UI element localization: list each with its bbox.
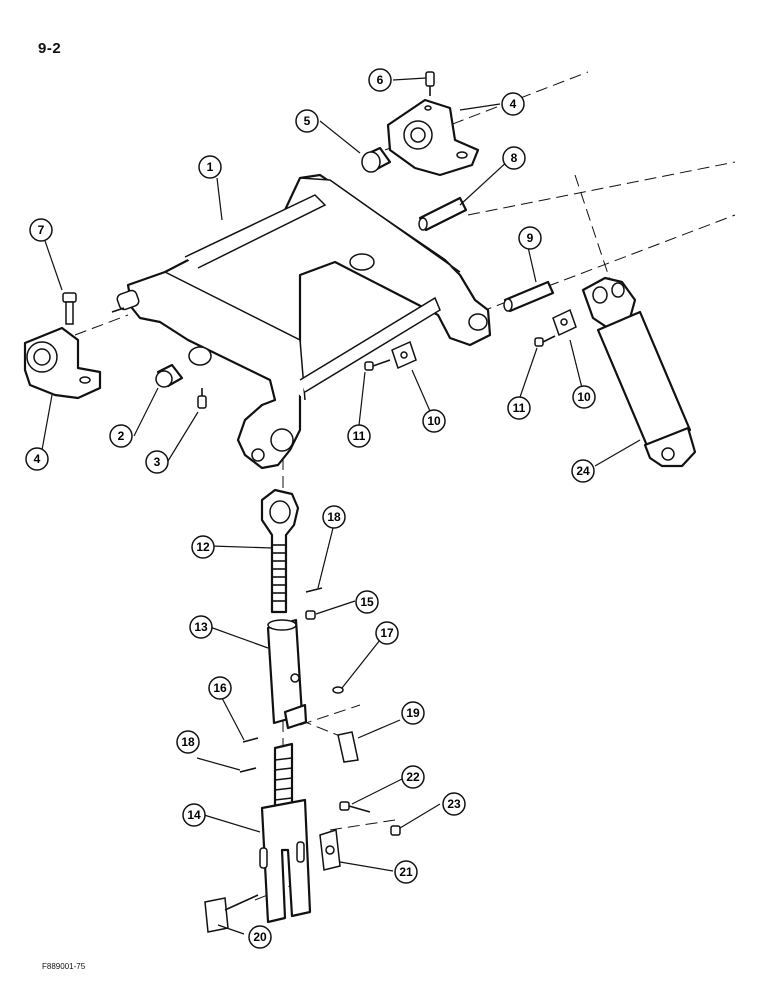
- callout-2: 2: [109, 424, 133, 448]
- grease-fitting-part-6: [425, 71, 435, 96]
- svg-text:1: 1: [207, 160, 214, 174]
- svg-text:11: 11: [513, 401, 526, 415]
- plate-part-21: [319, 829, 341, 871]
- svg-text:14: 14: [187, 808, 201, 822]
- svg-text:3: 3: [154, 455, 161, 469]
- svg-text:7: 7: [38, 223, 45, 237]
- svg-text:20: 20: [253, 930, 267, 944]
- callout-7: 7: [29, 218, 53, 242]
- callout-11-left: 11: [347, 424, 371, 448]
- roll-pin-part-18-lower: [239, 767, 257, 773]
- svg-text:4: 4: [510, 97, 517, 111]
- callout-4-right: 4: [501, 92, 525, 116]
- callout-3: 3: [145, 450, 169, 474]
- callout-23: 23: [442, 792, 466, 816]
- nut-part-23: [390, 825, 401, 836]
- turnbuckle-body-part-13: [266, 618, 308, 730]
- svg-text:6: 6: [377, 73, 384, 87]
- rod-end-part-12: [260, 488, 300, 614]
- pin-part-8: [418, 196, 468, 232]
- callout-6: 6: [368, 68, 392, 92]
- svg-text:16: 16: [213, 681, 227, 695]
- callout-13: 13: [189, 615, 213, 639]
- callout-8: 8: [502, 146, 526, 170]
- callout-24: 24: [571, 459, 595, 483]
- bushing-part-5: [361, 146, 392, 173]
- callout-21: 21: [394, 860, 418, 884]
- clevis-pin-part-20: [204, 894, 259, 933]
- svg-text:19: 19: [406, 706, 420, 720]
- bolt-part-11-right: [534, 335, 556, 347]
- callout-18-upper: 18: [322, 505, 346, 529]
- bolt-part-11-left: [364, 359, 391, 371]
- callout-20: 20: [248, 925, 272, 949]
- pin-part-9: [503, 280, 555, 313]
- svg-text:18: 18: [327, 510, 341, 524]
- callout-16: 16: [208, 676, 232, 700]
- callout-17: 17: [375, 621, 399, 645]
- bolt-part-22: [339, 801, 371, 813]
- callout-19: 19: [401, 701, 425, 725]
- clip-part-17: [332, 686, 344, 694]
- callout-18-lower: 18: [176, 730, 200, 754]
- svg-text:4: 4: [34, 452, 41, 466]
- bushing-part-2: [155, 363, 184, 388]
- svg-text:18: 18: [181, 735, 195, 749]
- pin-part-16: [242, 737, 259, 743]
- svg-text:24: 24: [576, 464, 590, 478]
- callout-9: 9: [518, 226, 542, 250]
- hydraulic-cylinder-part-24: [581, 276, 697, 468]
- callout-22: 22: [401, 765, 425, 789]
- grease-fitting-part-3: [197, 388, 207, 409]
- svg-text:15: 15: [360, 595, 374, 609]
- leader-lines: [41, 77, 641, 935]
- svg-text:23: 23: [447, 797, 461, 811]
- bolt-part-7: [62, 292, 77, 325]
- figure-code: F889001-75: [42, 962, 86, 971]
- svg-text:8: 8: [511, 151, 518, 165]
- svg-text:9: 9: [527, 231, 534, 245]
- pillow-block-part-4-left: [23, 326, 102, 400]
- callout-1: 1: [198, 155, 222, 179]
- svg-text:2: 2: [118, 429, 125, 443]
- svg-text:10: 10: [427, 414, 441, 428]
- roll-pin-part-18-upper: [305, 587, 323, 593]
- callout-11-right: 11: [507, 396, 531, 420]
- clevis-part-14: [259, 742, 312, 924]
- svg-text:21: 21: [399, 865, 413, 879]
- retainer-plate-part-10-left: [391, 340, 417, 370]
- callout-12: 12: [191, 535, 215, 559]
- callout-15: 15: [355, 590, 379, 614]
- svg-text:12: 12: [196, 540, 210, 554]
- grease-fitting-part-15: [305, 610, 316, 620]
- callout-10-right: 10: [572, 385, 596, 409]
- lock-plate-part-19: [337, 731, 359, 763]
- svg-text:11: 11: [353, 429, 366, 443]
- callout-4-left: 4: [25, 447, 49, 471]
- pillow-block-part-4-right: [386, 98, 480, 177]
- callout-10-left: 10: [422, 409, 446, 433]
- callout-5: 5: [295, 109, 319, 133]
- page-number: 9-2: [38, 40, 62, 57]
- svg-text:5: 5: [304, 114, 311, 128]
- main-frame-part-1: [111, 173, 492, 470]
- retainer-plate-part-10-right: [552, 308, 577, 337]
- svg-text:10: 10: [577, 390, 591, 404]
- svg-text:13: 13: [194, 620, 208, 634]
- svg-text:22: 22: [406, 770, 420, 784]
- svg-text:17: 17: [380, 626, 394, 640]
- callout-14: 14: [182, 803, 206, 827]
